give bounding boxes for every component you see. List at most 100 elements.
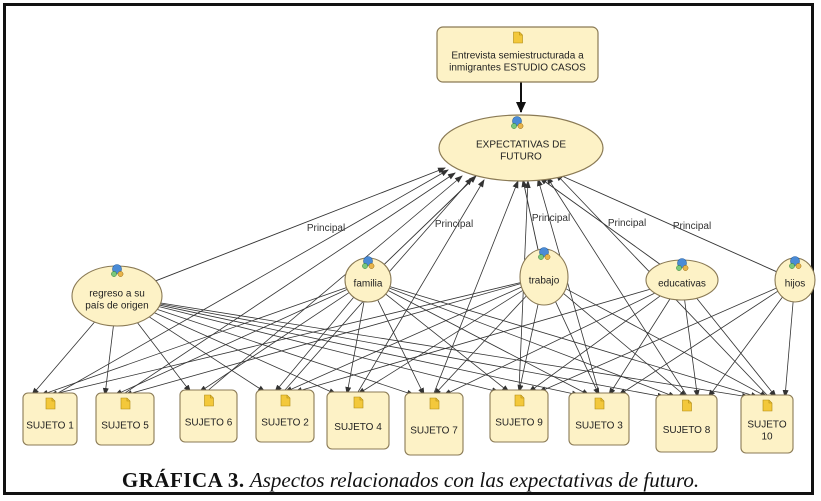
network-icon bbox=[511, 116, 524, 129]
network-icon bbox=[676, 258, 689, 271]
subject-link-edge bbox=[388, 290, 590, 396]
caption-text: Aspectos relacionados con las expectativ… bbox=[249, 468, 700, 492]
root-node-label: FUTURO bbox=[500, 152, 542, 163]
subject-root-edge bbox=[546, 176, 687, 396]
subject-node-label: SUJETO 9 bbox=[495, 418, 543, 429]
network-icon bbox=[789, 256, 802, 269]
relation-label: Principal bbox=[673, 221, 711, 232]
subject-node[interactable]: SUJETO 3 bbox=[568, 392, 630, 446]
subject-node-label: SUJETO 7 bbox=[410, 426, 458, 437]
category-node[interactable]: trabajo bbox=[519, 247, 569, 306]
principal-edge bbox=[521, 179, 539, 250]
subject-link-edge bbox=[274, 296, 355, 393]
subject-link-edge bbox=[31, 321, 95, 396]
subject-node-label: SUJETO 2 bbox=[261, 418, 309, 429]
source-node-label: inmigrantes ESTUDIO CASOS bbox=[449, 63, 586, 74]
subject-node[interactable]: SUJETO 4 bbox=[326, 391, 390, 450]
source-node-label: Entrevista semiestructurada a bbox=[451, 51, 584, 62]
subject-link-edge bbox=[198, 292, 350, 393]
relation-label: Principal bbox=[608, 218, 646, 229]
subject-link-edge bbox=[618, 290, 779, 396]
document-icon bbox=[762, 399, 773, 412]
subject-node-label: SUJETO 5 bbox=[101, 421, 149, 432]
subject-link-edge bbox=[102, 325, 114, 396]
network-icon bbox=[538, 247, 551, 260]
subject-link-edge bbox=[357, 289, 524, 395]
category-node-label: trabajo bbox=[529, 276, 560, 287]
subject-link-edge bbox=[563, 293, 688, 398]
subject-link-edge bbox=[157, 309, 415, 396]
subject-link-edge bbox=[385, 293, 510, 393]
category-node[interactable]: hijos bbox=[774, 256, 816, 303]
subject-node[interactable]: SUJETO 8 bbox=[655, 394, 718, 453]
subject-link-edge bbox=[528, 295, 661, 393]
subject-link-edge bbox=[294, 288, 651, 393]
subject-node[interactable]: SUJETO 1 bbox=[22, 392, 78, 446]
category-node[interactable]: familia bbox=[344, 256, 392, 303]
subject-link-edge bbox=[345, 301, 365, 395]
category-node[interactable]: educativas bbox=[645, 258, 719, 301]
category-node-label: país de origen bbox=[85, 301, 148, 312]
document-icon bbox=[682, 399, 692, 412]
document-icon bbox=[353, 396, 364, 409]
subject-root-edge bbox=[537, 178, 600, 394]
subject-link-edge bbox=[160, 302, 750, 399]
subject-node-label: SUJETO 3 bbox=[575, 421, 623, 432]
subject-node[interactable]: SUJETO 7 bbox=[404, 392, 464, 456]
relation-label: Principal bbox=[435, 219, 473, 230]
subject-node[interactable]: SUJETO 6 bbox=[179, 389, 238, 443]
subject-link-edge bbox=[160, 303, 666, 399]
network-icon bbox=[111, 264, 124, 277]
subject-link-edge bbox=[555, 301, 600, 396]
document-icon bbox=[513, 31, 523, 44]
subject-link-edge bbox=[684, 299, 700, 398]
subject-node[interactable]: SUJETO 5 bbox=[95, 392, 155, 446]
subject-link-edge bbox=[433, 295, 527, 396]
subject-link-edge bbox=[137, 322, 192, 393]
document-icon bbox=[514, 394, 525, 407]
category-node-label: regreso a su bbox=[89, 289, 145, 300]
subject-link-edge bbox=[389, 287, 677, 398]
principal-edge bbox=[539, 177, 661, 265]
document-icon bbox=[204, 394, 214, 407]
category-node-label: educativas bbox=[658, 279, 706, 290]
subject-link-edge bbox=[707, 296, 783, 398]
subject-root-edge bbox=[124, 172, 456, 394]
subject-node-label: SUJETO bbox=[747, 420, 786, 431]
subject-link-edge bbox=[40, 287, 347, 396]
subject-link-edge bbox=[159, 304, 580, 397]
document-icon bbox=[594, 397, 605, 410]
subject-link-edge bbox=[565, 288, 768, 398]
subject-link-edge bbox=[608, 298, 671, 396]
document-icon bbox=[280, 394, 291, 407]
source-document-node[interactable]: Entrevista semiestructurada ainmigrantes… bbox=[436, 26, 599, 83]
subject-link-edge bbox=[377, 299, 425, 396]
subject-link-edge bbox=[284, 286, 522, 393]
subject-link-edge bbox=[696, 298, 777, 398]
diagram-edges bbox=[31, 82, 794, 399]
subject-node-label: SUJETO 6 bbox=[185, 418, 233, 429]
document-icon bbox=[45, 397, 56, 410]
diagram-nodes: Entrevista semiestructurada ainmigrantes… bbox=[22, 26, 816, 456]
subject-link-edge bbox=[49, 282, 521, 397]
subject-root-edge bbox=[433, 180, 519, 394]
category-node-label: hijos bbox=[785, 279, 806, 290]
subject-link-edge bbox=[154, 312, 337, 395]
subject-node[interactable]: SUJETO 9 bbox=[489, 389, 549, 443]
subject-link-edge bbox=[159, 306, 500, 394]
caption-label: GRÁFICA 3. bbox=[121, 468, 245, 492]
document-icon bbox=[120, 397, 131, 410]
subject-node[interactable]: SUJETO 2 bbox=[255, 389, 315, 443]
subject-root-edge bbox=[208, 175, 463, 391]
subject-root-edge bbox=[357, 179, 485, 393]
network-icon bbox=[362, 256, 375, 269]
principal-edge bbox=[155, 167, 446, 282]
subject-node-label: SUJETO 1 bbox=[26, 421, 74, 432]
subject-link-edge bbox=[124, 283, 521, 396]
subject-node-label: SUJETO 8 bbox=[663, 425, 711, 436]
